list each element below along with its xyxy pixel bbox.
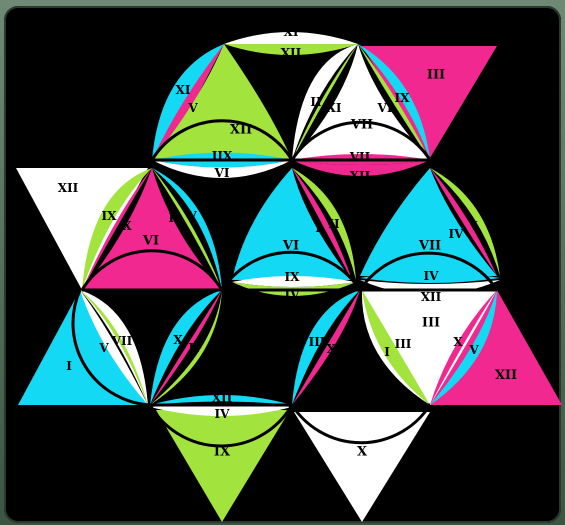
label-c4-inner: I	[315, 221, 321, 235]
label-triangle-top-right: III	[427, 68, 445, 83]
label-c9-inner-v: V	[468, 343, 479, 357]
label-c9-inner-x: X	[453, 335, 463, 349]
label-c2-left-inner: XI	[327, 101, 342, 115]
label-triangle-white-bottom: X	[357, 445, 368, 460]
label-triangle-left: XII	[58, 181, 79, 195]
label-c5-center: VII	[418, 239, 441, 254]
label-c5-bottom-upper: IV	[424, 269, 440, 283]
label-c3-right-outer: V	[186, 209, 197, 223]
label-c4-bottom-lower: IV	[285, 288, 301, 302]
label-c4-center: VI	[282, 239, 299, 254]
label-c7-right: II	[188, 341, 200, 355]
label-c9-inner-left: I	[384, 345, 390, 359]
label-c2-right-outer: IX	[395, 91, 411, 105]
label-c9-inner-right: III	[395, 337, 412, 351]
label-c3-left-outer: IX	[102, 209, 118, 223]
label-c8-right: XI	[327, 342, 342, 356]
label-c1-bottom-lower: VI	[214, 166, 230, 180]
label-c2-bottom-lower: XII	[350, 169, 371, 183]
label-c4-outer: II	[328, 217, 340, 231]
label-bottom-lens-lower: IV	[215, 407, 231, 421]
triangle-green-bottom[interactable]	[156, 410, 290, 522]
label-c2-bottom-upper: VII	[349, 150, 371, 164]
label-c3-right-inner: II	[168, 211, 180, 225]
label-c1-center: XII	[230, 123, 252, 138]
label-c3-center: VI	[142, 234, 159, 249]
label-top-lens-lower: IIX	[280, 45, 301, 59]
label-c5-outer: I	[472, 219, 478, 233]
label-c1-inner: V	[187, 101, 198, 115]
label-c1-outer: XI	[176, 83, 191, 97]
label-triangle-magenta-right: IIX	[494, 366, 517, 381]
label-c7-left: X	[173, 333, 183, 347]
label-c2-right-inner: VI	[377, 101, 393, 115]
label-bottom-lens-upper: XII	[212, 391, 233, 405]
label-triangle-green-bottom: IX	[214, 445, 231, 460]
label-c2-left-outer: II	[310, 95, 322, 109]
label-c6-outer: VII	[111, 334, 133, 348]
label-c4-bottom-upper: IX	[285, 270, 301, 284]
label-c8-left: III	[309, 335, 326, 349]
c7-magenta[interactable]	[150, 290, 222, 405]
label-c5-bottom-lower: IIX	[420, 289, 441, 303]
label-top-lens-upper: XI	[284, 25, 299, 39]
label-triangle-cyan-left: I	[66, 359, 72, 373]
label-c2-center: VII	[350, 118, 373, 133]
label-c3-left-inner: X	[122, 219, 132, 233]
label-c5-inner: IV	[449, 227, 465, 241]
label-c9-center: III	[422, 316, 440, 331]
label-c6-inner: V	[98, 341, 109, 355]
label-c1-bottom-upper: IIX	[212, 149, 233, 163]
